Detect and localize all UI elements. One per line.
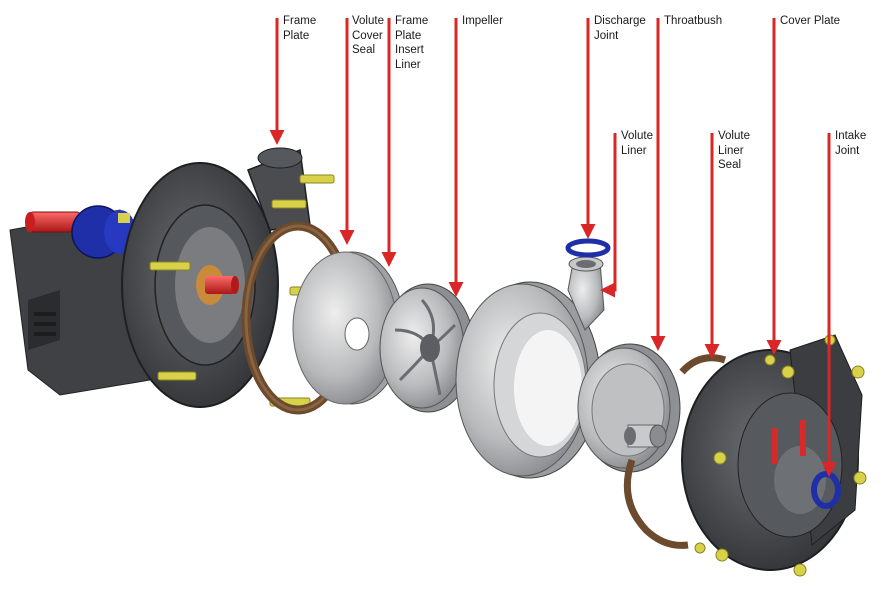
- label-volute-liner: Volute Liner: [621, 130, 653, 157]
- label-frame-plate: Frame Plate: [283, 15, 317, 42]
- label-intake-joint: Intake Joint: [835, 130, 867, 157]
- cover-plate: [681, 334, 863, 571]
- label-volute-cover-seal: Volute Cover Seal: [352, 15, 384, 56]
- label-discharge-joint: Discharge Joint: [594, 15, 646, 42]
- volute-liner: [455, 256, 605, 479]
- bearing-housing-blue: [71, 205, 136, 259]
- frame-plate-insert-liner: [292, 251, 405, 405]
- frame-plate: [121, 147, 311, 408]
- label-impeller: Impeller: [462, 15, 503, 27]
- throatbush: [577, 343, 681, 473]
- label-throatbush: Throatbush: [664, 15, 723, 27]
- label-frame-plate-insert-liner: Frame Plate Insert Liner: [395, 15, 429, 71]
- bearing-frame: [9, 209, 151, 396]
- label-volute-liner-seal: Volute Liner Seal: [718, 130, 750, 171]
- drive-shaft: [25, 211, 81, 233]
- impeller: [379, 283, 475, 413]
- leader-arrows: [269, 18, 837, 477]
- discharge-joint: [565, 238, 611, 258]
- arrow-volute-liner: [600, 133, 617, 298]
- label-cover-plate: Cover Plate: [780, 15, 841, 27]
- volute-liner-seal: [623, 354, 727, 549]
